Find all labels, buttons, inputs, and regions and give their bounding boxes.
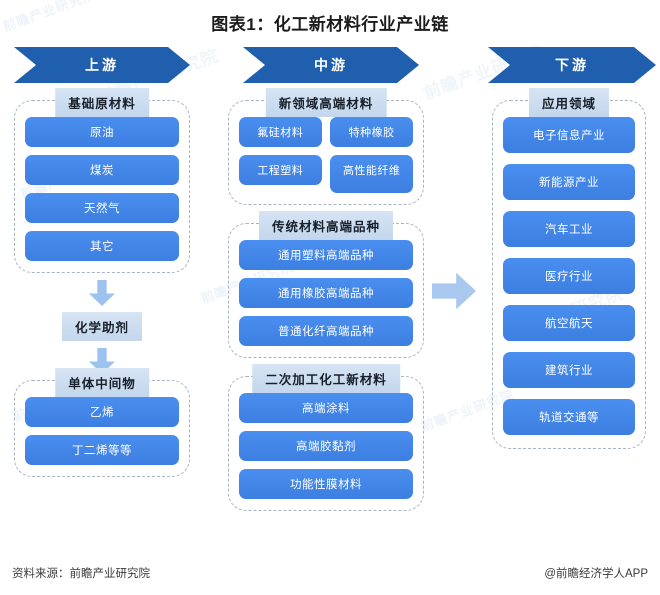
list-item[interactable]: 特种橡胶: [330, 117, 413, 147]
list-item[interactable]: 原油: [25, 117, 179, 147]
group-title: 化学助剂: [61, 312, 143, 341]
list-item[interactable]: 高性能纤维: [330, 155, 413, 193]
list-item[interactable]: 其它: [25, 231, 179, 261]
group-title: 二次加工化工新材料: [252, 364, 400, 393]
list-item[interactable]: 天然气: [25, 193, 179, 223]
list-item[interactable]: 高端涂料: [239, 393, 413, 423]
list-item[interactable]: 氟硅材料: [239, 117, 322, 147]
banner-downstream: 下游: [488, 47, 656, 83]
group-title: 单体中间物: [55, 368, 149, 397]
list-item[interactable]: 乙烯: [25, 397, 179, 427]
group-title: 应用领域: [528, 88, 610, 117]
group-traditional-high-end-varieties: 传统材料高端品种 通用塑料高端品种 通用橡胶高端品种 普通化纤高端品种: [228, 211, 424, 358]
page-title: 图表1：化工新材料行业产业链: [211, 15, 449, 34]
column-downstream: 应用领域 电子信息产业 新能源产业 汽车工业 医疗行业 航空航天 建筑行业 轨道…: [492, 88, 646, 449]
group-chemical-additives: 化学助剂: [14, 312, 190, 341]
credit-text: @前瞻经济学人APP: [544, 568, 648, 580]
source-text: 资料来源：前瞻产业研究院: [12, 568, 150, 580]
group-basic-raw-materials: 基础原材料 原油 煤炭 天然气 其它: [14, 88, 190, 273]
column-midstream: 新领域高端材料 氟硅材料 特种橡胶 工程塑料 高性能纤维 传统材料高端品种 通用…: [228, 88, 424, 511]
list-item[interactable]: 普通化纤高端品种: [239, 316, 413, 346]
group-secondary-processing-materials: 二次加工化工新材料 高端涂料 高端胶黏剂 功能性膜材料: [228, 364, 424, 511]
list-item[interactable]: 医疗行业: [503, 258, 635, 294]
list-item[interactable]: 电子信息产业: [503, 117, 635, 153]
list-item[interactable]: 轨道交通等: [503, 399, 635, 435]
list-item[interactable]: 汽车工业: [503, 211, 635, 247]
arrow-right-icon: [432, 272, 476, 310]
arrow-down-icon: [89, 280, 115, 306]
list-item[interactable]: 建筑行业: [503, 352, 635, 388]
footer: 资料来源：前瞻产业研究院 @前瞻经济学人APP: [0, 565, 660, 581]
list-item[interactable]: 航空航天: [503, 305, 635, 341]
group-title: 基础原材料: [55, 88, 149, 117]
group-application-fields: 应用领域 电子信息产业 新能源产业 汽车工业 医疗行业 航空航天 建筑行业 轨道…: [492, 88, 646, 449]
list-item[interactable]: 新能源产业: [503, 164, 635, 200]
group-monomer-intermediates: 单体中间物 乙烯 丁二烯等等: [14, 368, 190, 477]
list-item[interactable]: 煤炭: [25, 155, 179, 185]
group-title: 传统材料高端品种: [258, 211, 394, 240]
column-upstream: 基础原材料 原油 煤炭 天然气 其它 化学助剂 单体中间物 乙烯 丁二烯等等: [14, 88, 190, 477]
list-item[interactable]: 功能性膜材料: [239, 469, 413, 499]
list-item[interactable]: 工程塑料: [239, 155, 322, 185]
group-new-field-high-end-materials: 新领域高端材料 氟硅材料 特种橡胶 工程塑料 高性能纤维: [228, 88, 424, 205]
list-item[interactable]: 丁二烯等等: [25, 435, 179, 465]
banner-upstream: 上游: [14, 47, 190, 83]
group-title: 新领域高端材料: [265, 88, 387, 117]
list-item[interactable]: 通用橡胶高端品种: [239, 278, 413, 308]
banner-midstream: 中游: [243, 47, 419, 83]
list-item[interactable]: 通用塑料高端品种: [239, 240, 413, 270]
list-item[interactable]: 高端胶黏剂: [239, 431, 413, 461]
